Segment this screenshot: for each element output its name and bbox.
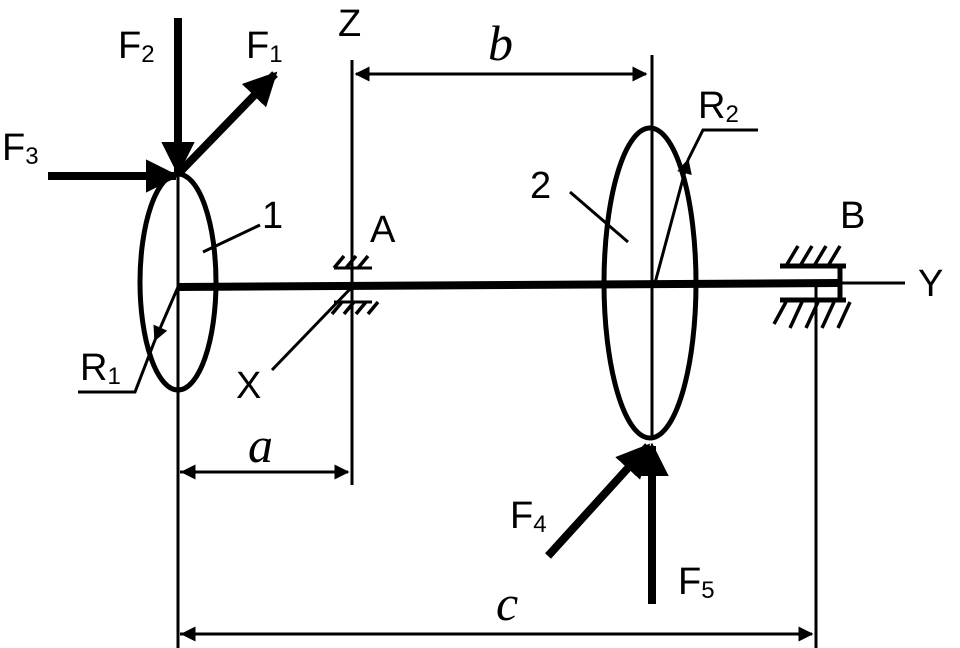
disc-2 bbox=[601, 125, 699, 441]
label-disc-2: 2 bbox=[530, 165, 551, 207]
r2-arrow bbox=[653, 158, 692, 284]
f1-arrow bbox=[177, 71, 278, 175]
label-r2: R2 bbox=[698, 85, 739, 128]
shaft-line bbox=[177, 279, 839, 291]
label-r1: R1 bbox=[80, 347, 121, 390]
x-axis-line bbox=[270, 285, 354, 372]
label-f5: F5 bbox=[678, 561, 715, 604]
label-f3: F3 bbox=[2, 127, 39, 170]
label-f2: F2 bbox=[118, 25, 155, 68]
f4-arrow bbox=[545, 443, 651, 559]
r1-arrow bbox=[153, 286, 180, 342]
r1-leader bbox=[78, 339, 157, 394]
label-dim-c: c bbox=[496, 575, 518, 631]
r2-leader bbox=[686, 128, 758, 161]
label-dim-b: b bbox=[488, 15, 513, 71]
label-b-support: B bbox=[840, 195, 865, 237]
support-a bbox=[330, 254, 380, 316]
label-a-support: A bbox=[370, 209, 396, 251]
label-f4: F4 bbox=[510, 495, 547, 538]
support-b bbox=[772, 245, 852, 329]
label-f1: F1 bbox=[246, 25, 283, 68]
disc2-leader bbox=[569, 190, 629, 244]
label-dim-a: a bbox=[248, 417, 273, 473]
disc1-leader bbox=[202, 223, 261, 254]
label-x: X bbox=[236, 365, 261, 407]
label-disc-1: 1 bbox=[262, 195, 283, 237]
label-z: Z bbox=[338, 3, 361, 45]
label-y: Y bbox=[918, 263, 943, 305]
